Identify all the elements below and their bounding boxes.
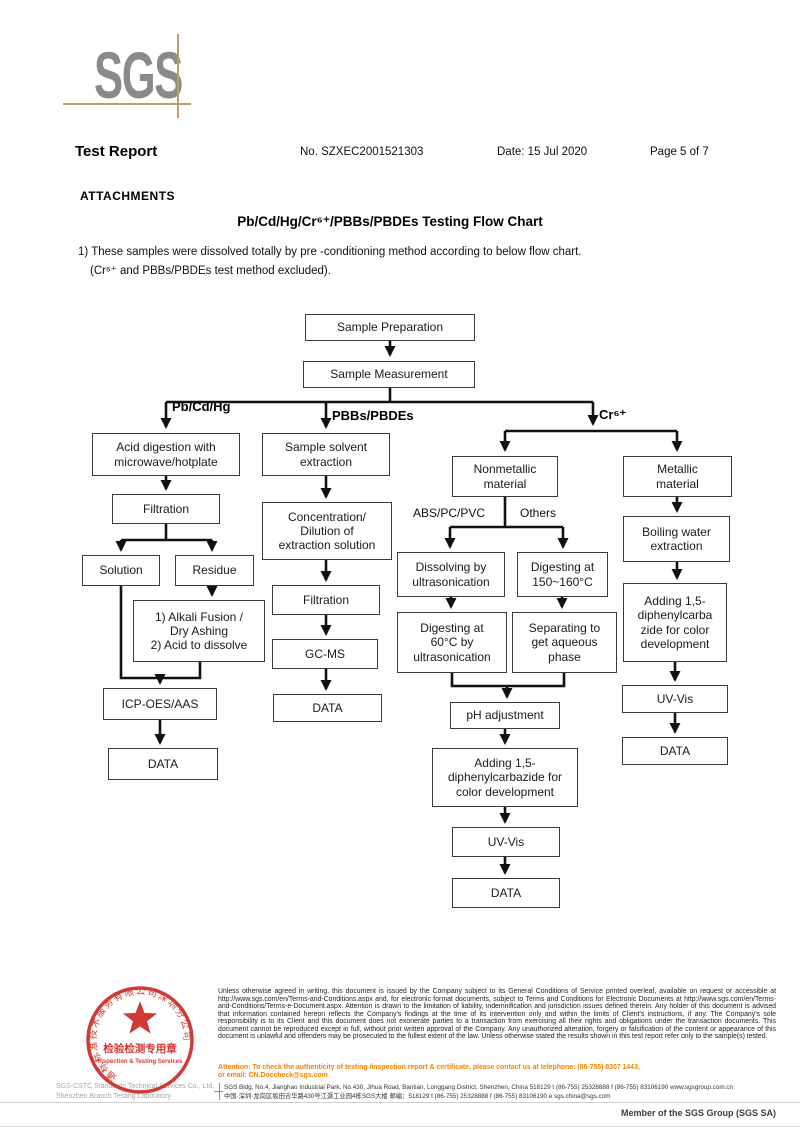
flow-box-acid-digestion: Acid digestion with microwave/hotplate bbox=[92, 433, 240, 476]
flow-box-data-right: DATA bbox=[622, 737, 728, 765]
flow-box-filtration-mid: Filtration bbox=[272, 585, 380, 615]
stamp-ring-text: 通标标准技术服务有限公司深圳分公司 bbox=[87, 986, 191, 1083]
branch-label-cr6: Cr⁶⁺ bbox=[599, 407, 627, 422]
flow-box-sample-measurement: Sample Measurement bbox=[303, 361, 475, 388]
flow-box-nonmetallic: Nonmetallic material bbox=[452, 456, 558, 497]
flow-box-uv-vis-center: UV-Vis bbox=[452, 827, 560, 857]
stamp-company-line1: SGS-CSTC Standards Technical Services Co… bbox=[56, 1083, 215, 1090]
sgs-logo: SGS bbox=[94, 38, 183, 112]
flow-box-solution: Solution bbox=[82, 555, 160, 586]
flow-box-residue: Residue bbox=[175, 555, 254, 586]
stamp-star bbox=[122, 1001, 158, 1034]
flow-box-adding-right: Adding 1,5- diphenylcarba zide for color… bbox=[623, 583, 727, 662]
footer-divider bbox=[0, 1102, 800, 1103]
flow-box-gc-ms: GC-MS bbox=[272, 639, 378, 669]
branch-label-pb-cd-hg: Pb/Cd/Hg bbox=[172, 399, 231, 414]
address-chinese: 中国·深圳·龙岗区坂田吉华路430号江灏工业园4栋SGS大楼 邮编：518129… bbox=[224, 1093, 611, 1100]
stamp-ring bbox=[86, 986, 194, 1094]
flow-box-dissolving: Dissolving by ultrasonication bbox=[397, 552, 505, 597]
flow-chart-title: Pb/Cd/Hg/Cr⁶⁺/PBBs/PBDEs Testing Flow Ch… bbox=[237, 214, 543, 229]
logo-crosshair-vertical bbox=[177, 34, 179, 118]
address-divider-tick bbox=[214, 1091, 223, 1092]
report-page-number: Page 5 of 7 bbox=[650, 146, 709, 158]
branch-label-pbbs-pbdes: PBBs/PBDEs bbox=[332, 408, 414, 423]
note-line-1: 1) These samples were dissolved totally … bbox=[78, 246, 582, 258]
branch-label-abs-pc-pvc: ABS/PC/PVC bbox=[413, 506, 486, 520]
flow-box-sample-preparation: Sample Preparation bbox=[305, 314, 475, 341]
sgs-group-member-text: Member of the SGS Group (SGS SA) bbox=[620, 1108, 776, 1118]
attachments-heading: ATTACHMENTS bbox=[80, 189, 176, 203]
logo-crosshair-horizontal bbox=[63, 103, 191, 105]
address-english: SGS Bldg, No.4, Jianghao Industrial Park… bbox=[224, 1084, 733, 1091]
flow-box-digesting-60: Digesting at 60°C by ultrasonication bbox=[397, 612, 507, 673]
svg-text:通标标准技术服务有限公司深圳分公司: 通标标准技术服务有限公司深圳分公司 bbox=[87, 986, 192, 1083]
legal-text: Unless otherwise agreed in writing, this… bbox=[218, 988, 776, 1041]
flow-box-ph-adjustment: pH adjustment bbox=[450, 702, 560, 729]
flow-box-data-left: DATA bbox=[108, 748, 218, 780]
flow-box-data-mid: DATA bbox=[273, 694, 382, 722]
stamp-company-line2: Shenzhen Branch Testing Laboratory bbox=[56, 1093, 172, 1100]
inspection-stamp: 通标标准技术服务有限公司深圳分公司 检验检测专用章 Inspection & T… bbox=[86, 986, 194, 1094]
page-bottom-line bbox=[0, 1126, 800, 1127]
flow-box-adding-center: Adding 1,5- diphenylcarbazide for color … bbox=[432, 748, 578, 807]
flow-box-alkali-fusion: 1) Alkali Fusion / Dry Ashing 2) Acid to… bbox=[133, 600, 265, 662]
report-date: Date: 15 Jul 2020 bbox=[497, 146, 588, 158]
flow-box-concentration: Concentration/ Dilution of extraction so… bbox=[262, 502, 392, 560]
stamp-inner-chinese: 检验检测专用章 bbox=[103, 1042, 177, 1055]
flow-box-metallic: Metallic material bbox=[623, 456, 732, 497]
report-number: No. SZXEC2001521303 bbox=[300, 146, 424, 158]
stamp-inner-english: Inspection & Testing Services bbox=[98, 1059, 184, 1065]
flow-box-separating: Separating to get aqueous phase bbox=[512, 612, 617, 673]
flow-box-digesting-150: Digesting at 150~160°C bbox=[517, 552, 608, 597]
flow-box-uv-vis-right: UV-Vis bbox=[622, 685, 728, 713]
flow-box-boiling-water: Boiling water extraction bbox=[623, 516, 730, 562]
branch-label-others: Others bbox=[520, 506, 557, 520]
flow-box-solvent-extraction: Sample solvent extraction bbox=[262, 433, 390, 476]
flow-box-data-center: DATA bbox=[452, 878, 560, 908]
flow-box-icp-oes-aas: ICP-OES/AAS bbox=[103, 688, 217, 720]
report-title: Test Report bbox=[75, 143, 158, 160]
attention-text: Attention: To check the authenticity of … bbox=[218, 1064, 640, 1079]
flow-box-filtration-left: Filtration bbox=[112, 494, 220, 524]
note-line-2: (Cr⁶⁺ and PBBs/PBDEs test method exclude… bbox=[90, 265, 331, 277]
